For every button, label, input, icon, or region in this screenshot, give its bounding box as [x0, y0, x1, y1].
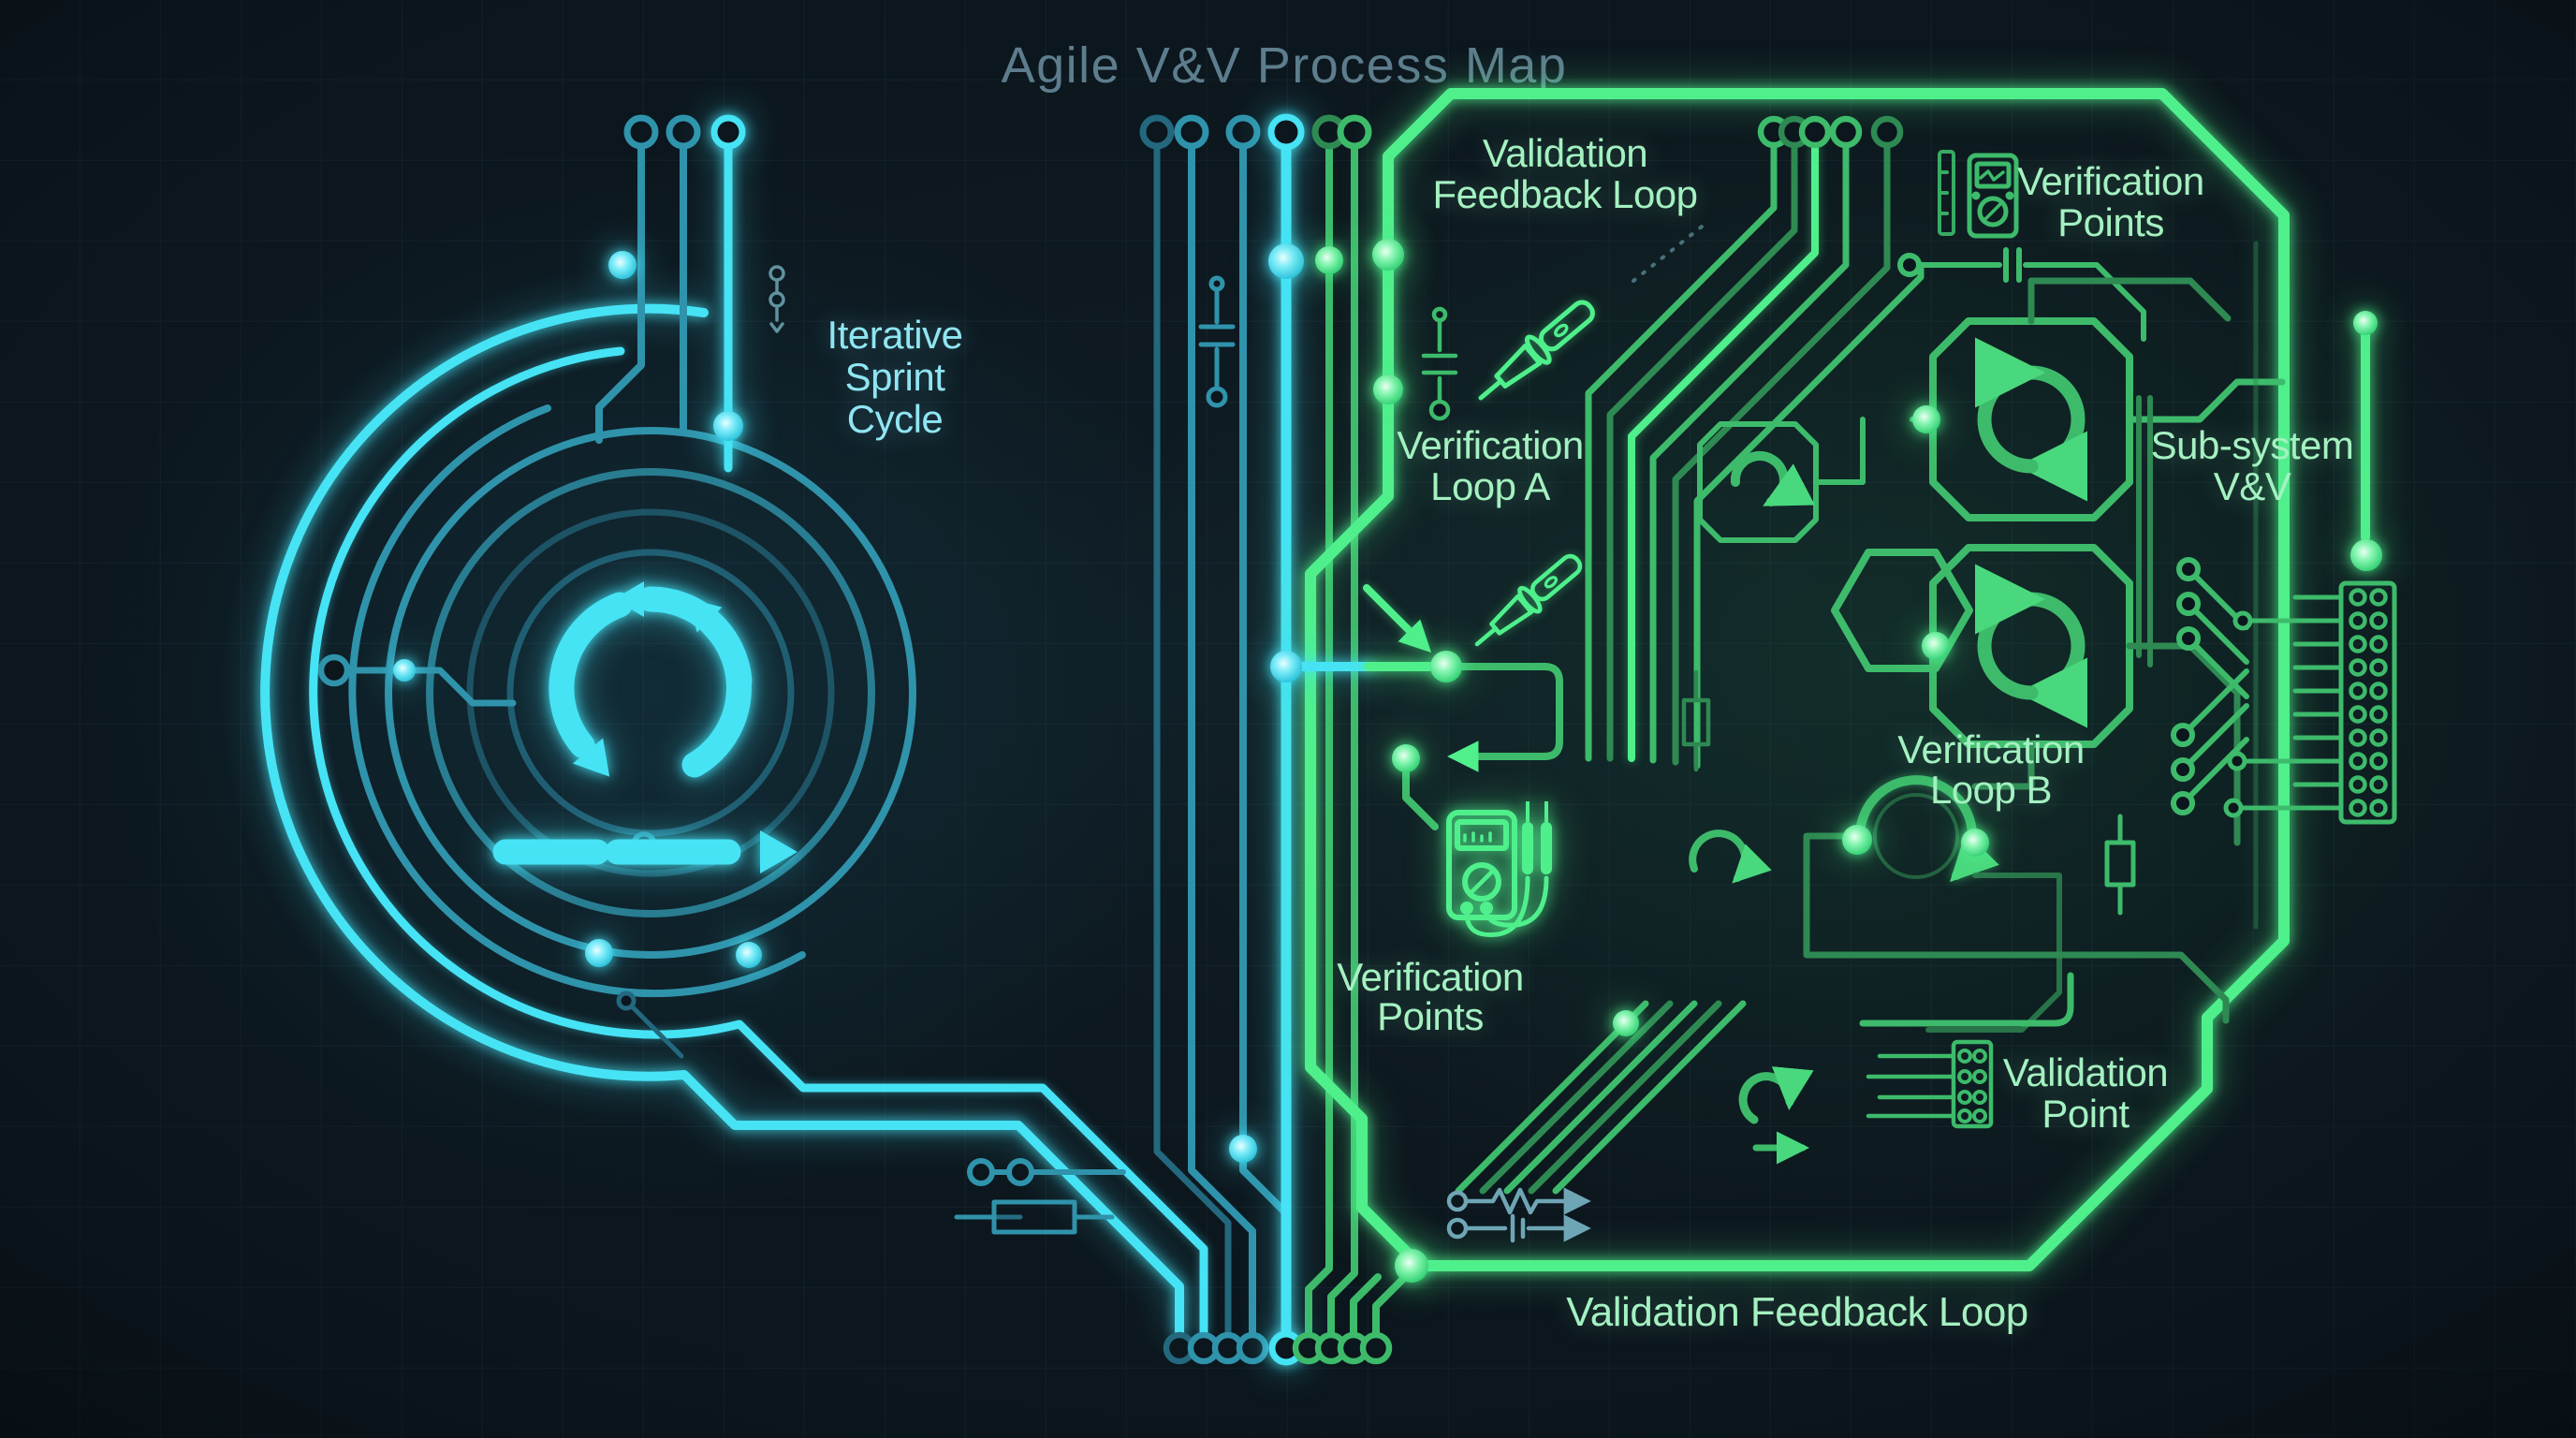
verification-loop-a-label: Verification Loop A: [1397, 423, 1584, 508]
svg-text:Validation: Validation: [1483, 131, 1647, 175]
iterative-sprint-cycle-label: Iterative Sprint Cycle: [827, 313, 963, 441]
svg-text:Points: Points: [1377, 994, 1484, 1038]
hatch-trace-bundle: [1455, 1000, 1747, 1195]
svg-text:Cycle: Cycle: [847, 397, 944, 441]
svg-text:Validation: Validation: [2003, 1050, 2168, 1094]
svg-text:Iterative: Iterative: [827, 313, 963, 357]
connector-leads: [2223, 594, 2344, 818]
svg-text:Sub-system: Sub-system: [2151, 423, 2354, 467]
svg-text:Verification: Verification: [1397, 423, 1583, 467]
pad-pair-stub: [967, 1158, 1126, 1186]
bus-top-pads: [1139, 113, 1372, 151]
staircase-trace-bundle: [1585, 115, 1925, 770]
loop-arrow-icon: [1697, 417, 1936, 543]
via-node-icon: [1270, 651, 1302, 682]
sub-system-branch: [2223, 311, 2397, 825]
via-node-icon: [1372, 239, 1989, 1283]
maze-traces: [1803, 241, 2259, 1033]
sprint-spiral-section: Iterative Sprint Cycle: [260, 114, 1208, 1338]
svg-text:Loop B: Loop B: [1930, 768, 2052, 812]
pin-header-2x10-icon: [2338, 580, 2397, 825]
soldering-iron-icon: [1478, 300, 1595, 401]
resistor-symbol-icon: [1446, 1187, 1591, 1215]
sub-system-vv-label: Sub-system V&V: [2151, 423, 2354, 508]
loop-arrow-icon: [1689, 829, 1772, 884]
spiral-top-stubs: [595, 114, 746, 473]
svg-text:Sprint: Sprint: [845, 355, 946, 399]
via-node-icon: [1613, 1010, 1639, 1036]
test-point-symbol-icon: [768, 265, 785, 333]
vv-region-section: Validation Feedback Loop Verification Po…: [1270, 88, 2397, 1335]
svg-text:Feedback Loop: Feedback Loop: [1432, 172, 1697, 216]
verification-points-bottom-label: Verification Points: [1337, 955, 1524, 1038]
verification-loop-b-label: Verification Loop B: [1897, 727, 2085, 812]
feedback-loop-trace: [1297, 584, 1563, 830]
center-bus-section: [954, 113, 1408, 1366]
multimeter-icon: [1967, 153, 2019, 239]
via-node-icon: [1229, 243, 1304, 1163]
spiral-traces: [260, 303, 1208, 1338]
resistor-icon: [1681, 669, 1711, 772]
capacitor-icon: [1198, 275, 1236, 408]
ruler-icon: [1938, 150, 1955, 236]
svg-text:Verification: Verification: [1337, 955, 1523, 999]
validation-feedback-loop-bottom-label: Validation Feedback Loop: [1566, 1289, 2028, 1335]
svg-text:Points: Points: [2057, 200, 2164, 244]
svg-text:Loop A: Loop A: [1430, 464, 1550, 508]
pin-header-2x4-icon: [1951, 1039, 1994, 1129]
validation-feedback-loop-top-label: Validation Feedback Loop: [1432, 131, 1698, 216]
validation-point-area: [1738, 972, 2074, 1165]
svg-text:V&V: V&V: [2214, 464, 2291, 508]
verification-points-top-label: Verification Points: [2017, 159, 2204, 244]
capacitor-trace: [1897, 247, 2146, 342]
bus-traces: [1153, 140, 1408, 1339]
multimeter-probes-icon: [1446, 801, 1552, 938]
via-node-icon: [1315, 246, 1343, 274]
via-node-icon: [393, 251, 762, 968]
dashed-hint-trace: [1632, 225, 1704, 283]
svg-text:Verification: Verification: [2017, 159, 2203, 203]
capacitor-icon: [1421, 306, 1458, 421]
svg-text:Verification: Verification: [1897, 727, 2084, 771]
capacitor-symbol-icon: [1446, 1216, 1586, 1240]
loop-arrow-icon: [1738, 1066, 1814, 1165]
validation-point-label: Validation Point: [2003, 1050, 2169, 1136]
via-node-icon: [2350, 311, 2382, 571]
sprint-cycle-icon: [492, 581, 798, 873]
svg-text:Point: Point: [2042, 1092, 2130, 1136]
bus-bottom-pads: [1163, 1330, 1393, 1366]
soldering-iron-icon: [1474, 553, 1583, 647]
loop-arrow-icon: [1929, 277, 2286, 521]
resistor-icon: [954, 1199, 1115, 1235]
page-title: Agile V&V Process Map: [1002, 37, 1568, 94]
resistor-icon: [2104, 814, 2136, 916]
